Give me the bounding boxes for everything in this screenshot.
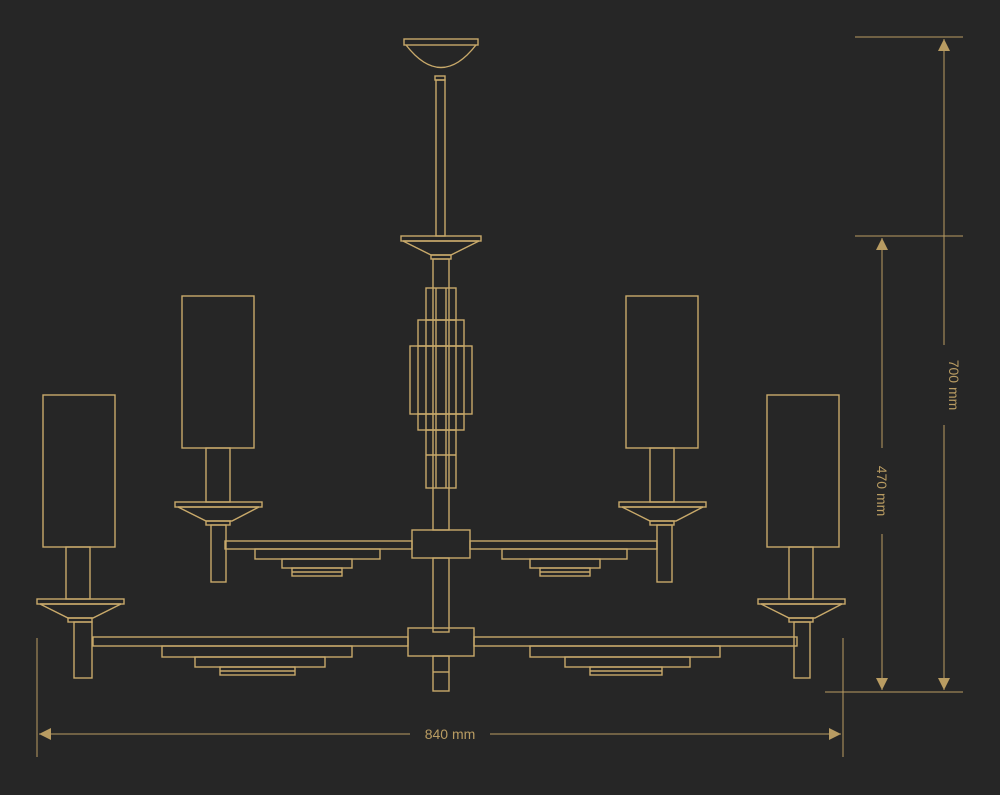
central-column-ornament <box>409 258 473 531</box>
body-height-label: 470 mm <box>874 466 890 517</box>
lower-tier-arm-left <box>92 636 409 676</box>
width-label: 840 mm <box>425 726 476 742</box>
lamp-inner-right <box>618 295 707 583</box>
total-height-label: 700 mm <box>946 360 962 411</box>
lamp-inner-left <box>174 295 263 583</box>
suspension-rod <box>435 79 446 237</box>
upper-tier-hub <box>411 529 471 633</box>
total-height-dimension <box>825 36 963 693</box>
width-dimension <box>36 638 844 757</box>
upper-tier-arm-right <box>469 540 658 577</box>
lower-tier-hub <box>407 627 475 692</box>
body-height-dimension <box>855 235 963 690</box>
lamp-outer-left <box>36 394 125 679</box>
lower-tier-arm-right <box>473 636 798 676</box>
central-cup <box>400 235 482 260</box>
lamp-outer-right <box>757 394 846 679</box>
ceiling-canopy <box>403 38 479 81</box>
upper-tier-arm-left <box>224 540 413 577</box>
